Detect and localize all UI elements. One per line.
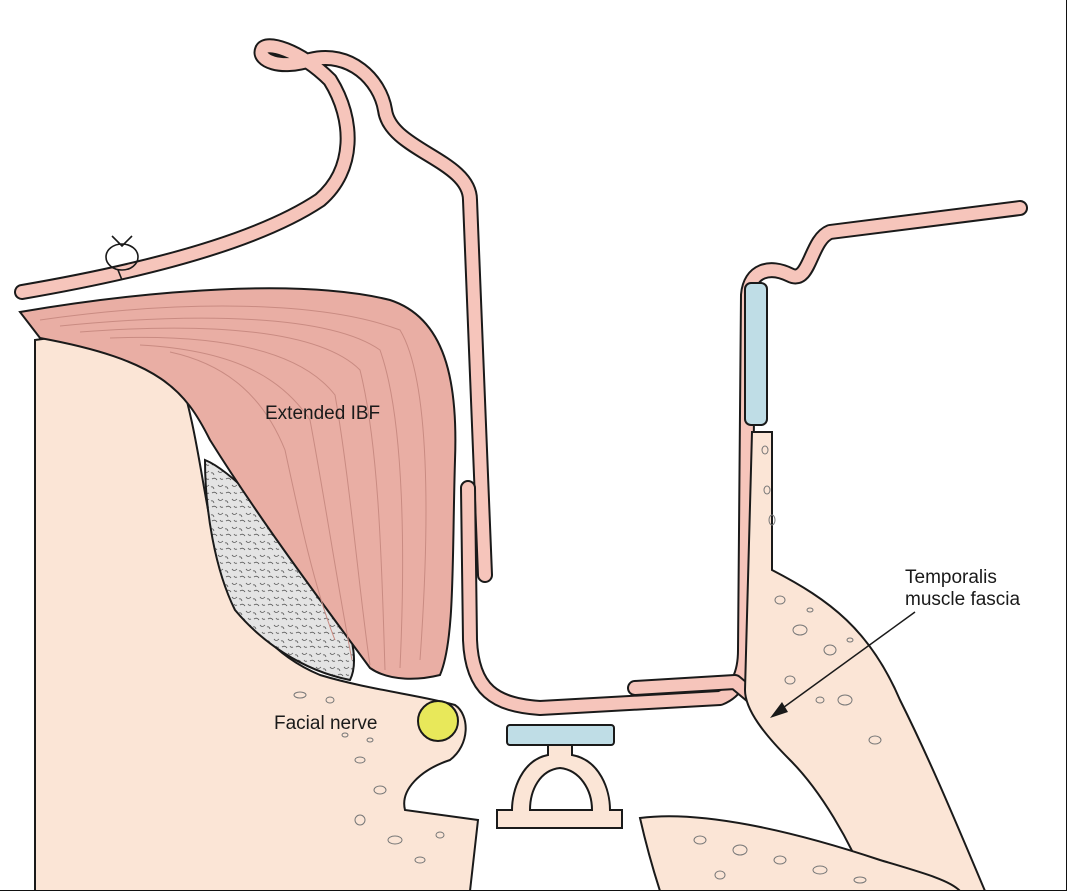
label-temporalis-fascia: Temporalis muscle fascia (905, 567, 1020, 611)
right-bone-cells (761, 445, 882, 745)
extended-ibf-flap (18, 287, 457, 680)
left-bone-cells (293, 691, 445, 864)
label-temporalis-line1: Temporalis (905, 567, 997, 588)
muscle-fibres (39, 305, 427, 671)
graft-strip-horizontal (506, 724, 615, 746)
suture-knot-icon (105, 235, 139, 281)
label-facial-nerve: Facial nerve (274, 713, 378, 734)
temporalis-arrow (770, 611, 916, 718)
facial-nerve-circle (417, 700, 459, 742)
right-bone (743, 431, 986, 890)
ossicle-prosthesis (496, 744, 623, 829)
bottom-right-bone (638, 815, 961, 890)
label-extended-ibf: Extended IBF (265, 403, 381, 424)
label-temporalis-line2: muscle fascia (905, 589, 1021, 610)
graft-strip-vertical (744, 282, 768, 426)
bottom-right-cells (693, 835, 867, 884)
